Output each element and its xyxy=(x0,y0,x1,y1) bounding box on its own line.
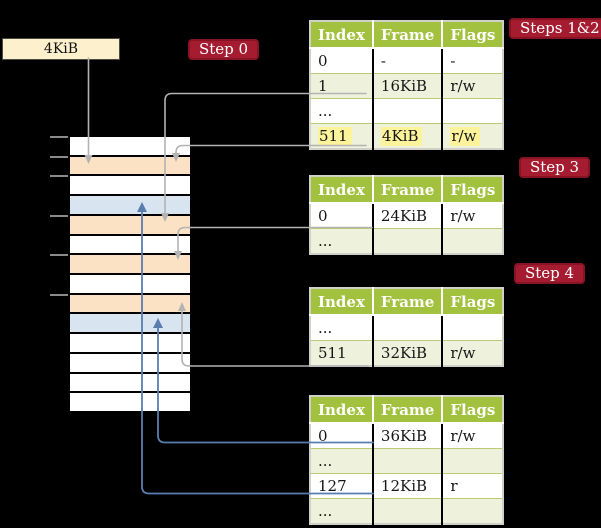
tick-mark xyxy=(50,175,68,177)
tick-mark xyxy=(50,156,68,158)
col-header-flags: Flags xyxy=(442,176,504,204)
memory-row-white xyxy=(70,373,190,392)
table-row: 511 32KiB r/w xyxy=(310,340,504,366)
memory-row-white xyxy=(70,235,190,254)
col-header-flags: Flags xyxy=(442,288,504,316)
tick-mark xyxy=(50,294,68,296)
step4-badge: Step 4 xyxy=(514,263,586,284)
table-row: 0 24KiB r/w xyxy=(310,202,504,229)
table-row: 0 36KiB r/w xyxy=(310,422,504,449)
highlighted-value: 511 xyxy=(318,127,352,146)
memory-row-white xyxy=(70,353,190,372)
table-header-row: Index Frame Flags xyxy=(310,21,504,49)
col-header-frame: Frame xyxy=(372,21,444,49)
page-table-step-3: Index Frame Flags 0 24KiB r/w ... xyxy=(309,175,505,255)
page-table-steps-1-2: Index Frame Flags 0 - - 1 16KiB r/w ... … xyxy=(309,20,505,150)
memory-row-orange xyxy=(70,255,190,274)
col-header-index: Index xyxy=(310,396,374,424)
steps-1-2-badge: Steps 1&2 xyxy=(509,18,601,39)
table-header-row: Index Frame Flags xyxy=(310,396,504,424)
memory-row-orange xyxy=(70,294,190,313)
table-row: 0 - - xyxy=(310,47,504,74)
col-header-index: Index xyxy=(310,21,374,49)
table-row: 1 16KiB r/w xyxy=(310,73,504,99)
memory-row-white xyxy=(70,393,190,412)
tick-mark xyxy=(50,215,68,217)
step0-badge: Step 0 xyxy=(188,39,260,60)
frame-size-box: 4KiB xyxy=(2,38,120,60)
memory-row-blue xyxy=(70,314,190,333)
page-table-leaf: Index Frame Flags 0 36KiB r/w ... 127 12… xyxy=(309,395,505,525)
memory-row-white xyxy=(70,137,190,155)
page-table-step-4: Index Frame Flags ... 511 32KiB r/w xyxy=(309,287,505,367)
memory-row-white xyxy=(70,334,190,352)
table-row: 127 12KiB r xyxy=(310,473,504,499)
memory-row-orange xyxy=(70,215,190,234)
table-header-row: Index Frame Flags xyxy=(310,288,504,316)
step3-badge: Step 3 xyxy=(519,157,591,178)
memory-strip xyxy=(70,137,190,412)
col-header-flags: Flags xyxy=(442,396,504,424)
table-row-highlighted: 511 4KiB r/w xyxy=(310,123,504,149)
table-row: ... xyxy=(310,228,504,254)
col-header-frame: Frame xyxy=(372,176,444,204)
memory-row-blue xyxy=(70,196,190,214)
col-header-index: Index xyxy=(310,176,374,204)
table-row: ... xyxy=(310,498,504,524)
table-row: ... xyxy=(310,314,504,341)
memory-row-white xyxy=(70,275,190,293)
highlighted-value: 4KiB xyxy=(380,127,423,146)
col-header-index: Index xyxy=(310,288,374,316)
table-header-row: Index Frame Flags xyxy=(310,176,504,204)
col-header-flags: Flags xyxy=(442,21,504,49)
table-row: ... xyxy=(310,98,504,124)
memory-row-white xyxy=(70,176,190,195)
col-header-frame: Frame xyxy=(372,288,444,316)
table-row: ... xyxy=(310,448,504,474)
tick-mark xyxy=(50,136,68,138)
col-header-frame: Frame xyxy=(372,396,444,424)
highlighted-value: r/w xyxy=(450,127,481,146)
tick-mark xyxy=(50,254,68,256)
memory-row-orange xyxy=(70,156,190,175)
